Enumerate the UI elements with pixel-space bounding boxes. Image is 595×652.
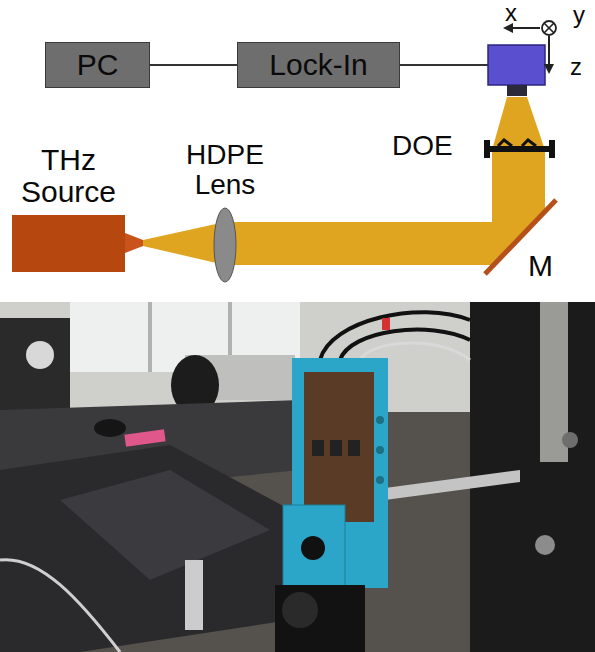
chip: [348, 440, 360, 456]
front-plate: [283, 505, 345, 590]
hole: [376, 476, 384, 484]
source-box: THz Source: [12, 144, 125, 272]
diagram-ground: [0, 0, 595, 302]
lens-node: HDPE Lens: [175, 140, 275, 283]
source-body: [12, 215, 125, 272]
z-axis-head: [544, 64, 554, 74]
node-heading: HDPE Lens: [175, 140, 275, 199]
y-axis-cross: [544, 23, 554, 33]
heading-block: THz Source: [12, 144, 125, 207]
lens-ellipse: [214, 208, 236, 282]
y-axis-symbol: [542, 21, 556, 35]
process-box: PC: [45, 42, 150, 88]
doe-plate: [484, 146, 555, 152]
cable: [0, 560, 120, 652]
window-frame: [148, 302, 152, 372]
heading-block: HDPE Lens: [175, 140, 275, 199]
photo-ground: [0, 302, 595, 652]
knob: [282, 592, 318, 628]
screw: [535, 535, 555, 555]
cable: [360, 343, 470, 360]
hole: [376, 416, 384, 424]
chip: [330, 440, 342, 456]
label-slot: z: [570, 54, 582, 79]
optic-lens: [26, 341, 54, 369]
node-heading: THz Source: [12, 144, 125, 207]
label-slot: M: [528, 250, 553, 282]
mouse: [94, 419, 126, 437]
chip: [312, 440, 324, 456]
holder: [275, 585, 365, 652]
detector-antenna: [507, 85, 527, 96]
laptop: [0, 445, 300, 652]
tape: [382, 318, 390, 330]
axis-label: y: [573, 1, 585, 28]
x-axis: [510, 27, 540, 29]
pcb: [304, 372, 374, 522]
doe-relief: [498, 140, 536, 146]
pink-note: [124, 429, 165, 446]
label-slot: DOE: [392, 131, 453, 160]
axis-label: z: [570, 53, 582, 80]
lab-photo: [0, 302, 595, 652]
process-box: Lock-In: [237, 42, 400, 88]
cable: [320, 312, 470, 360]
post: [185, 560, 203, 630]
lens-shape: [213, 207, 237, 283]
signal-wire: [390, 64, 488, 66]
screw: [562, 432, 578, 448]
y-axis-cross: [544, 23, 554, 33]
part-label: DOE: [392, 130, 453, 161]
box-label: PC: [77, 49, 119, 81]
aperture: [301, 536, 325, 560]
label-slot: y: [573, 2, 585, 27]
hole: [376, 446, 384, 454]
box-label: Lock-In: [269, 49, 367, 81]
label-slot: x: [505, 0, 517, 25]
source-horn: [125, 233, 143, 253]
keyboard: [60, 470, 270, 580]
wall: [0, 302, 470, 412]
doe-mount: [549, 140, 555, 158]
rod: [385, 470, 520, 500]
detector-body: [488, 45, 545, 85]
cable: [340, 330, 470, 360]
axis-label: x: [505, 0, 517, 26]
optic-mount: [0, 318, 70, 410]
lens-outline: [213, 207, 237, 283]
doe-mount: [484, 140, 490, 158]
signal-cable: [150, 64, 237, 66]
z-axis: [548, 36, 550, 66]
part-label: M: [528, 249, 553, 282]
thz-beam: [143, 97, 545, 265]
